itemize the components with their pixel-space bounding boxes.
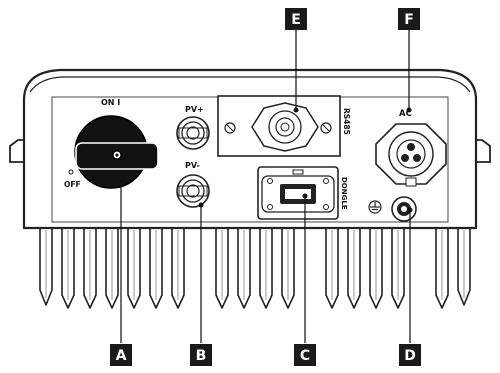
switch-off-label: OFF — [64, 180, 81, 189]
fin-shading — [45, 230, 465, 300]
marker-c-text: C — [300, 348, 310, 364]
dongle-label: DONGLE — [340, 177, 348, 210]
left-mount-tab — [9, 139, 25, 163]
marker-a-text: A — [116, 348, 127, 364]
ac-label: AC — [399, 109, 412, 119]
heatsink-fins — [39, 224, 471, 309]
rs485-port[interactable] — [217, 95, 341, 157]
pv-minus-label: PV- — [185, 161, 200, 170]
rs485-label: RS485 — [342, 108, 351, 135]
marker-f-text: F — [404, 12, 414, 28]
marker-a: A — [110, 344, 132, 366]
leader-dots — [118, 107, 413, 213]
marker-e-text: E — [291, 12, 301, 28]
ground-icon — [368, 200, 382, 214]
marker-e: E — [285, 8, 307, 30]
body-top-edge — [29, 76, 471, 93]
pv-plus-label: PV+ — [185, 105, 204, 114]
marker-f: F — [398, 8, 420, 30]
ground-screw[interactable] — [391, 196, 417, 222]
marker-d: D — [399, 344, 421, 366]
pv-plus-connector[interactable] — [176, 116, 210, 150]
right-mount-tab — [475, 139, 491, 163]
marker-d-text: D — [404, 348, 416, 364]
marker-b-text: B — [196, 348, 207, 364]
pv-minus-connector[interactable] — [176, 174, 210, 208]
marker-b: B — [190, 344, 212, 366]
leader-lines — [120, 30, 411, 343]
marker-c: C — [294, 344, 316, 366]
dongle-port[interactable] — [257, 166, 339, 220]
ac-connector[interactable] — [375, 123, 447, 187]
dc-switch[interactable] — [74, 115, 159, 189]
switch-on-label: ON I — [101, 98, 120, 107]
switch-off-indicator — [68, 169, 74, 175]
